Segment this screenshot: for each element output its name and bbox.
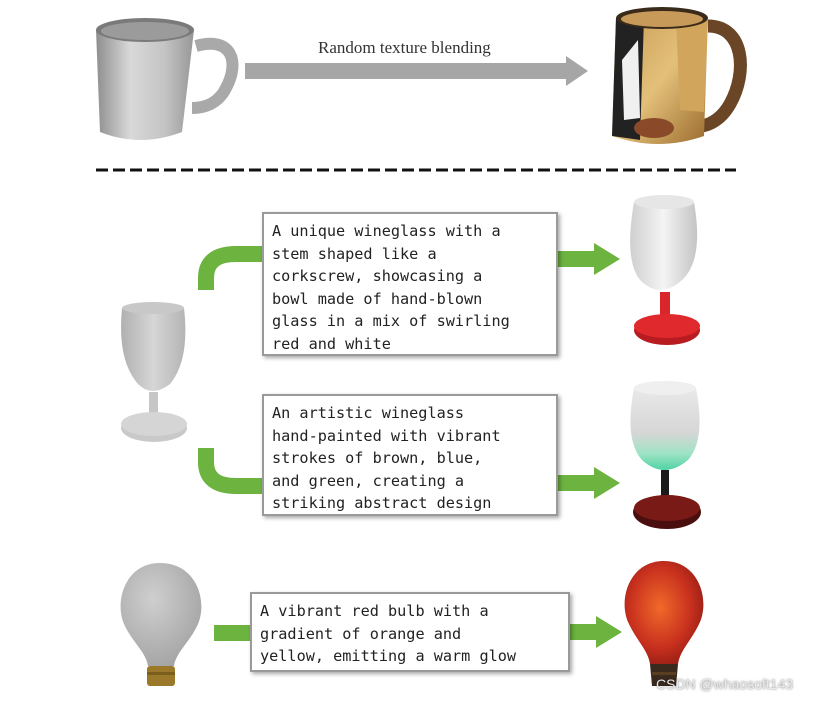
gray-wineglass-mesh — [121, 302, 187, 442]
prompt-line: A unique wineglass with a — [272, 222, 501, 240]
prompt-line: red and white — [272, 334, 391, 353]
prompt-line: glass in a mix of swirling — [272, 312, 510, 330]
prompt-box-bulb: A vibrant red bulb with a gradient of or… — [250, 592, 570, 672]
watermark: CSDN @whaosoft143 — [656, 676, 794, 692]
green-arrow-to-bulb-prompt — [214, 625, 252, 641]
prompt-line: gradient of orange and — [260, 624, 462, 643]
prompt-line: stem shaped like a — [272, 244, 437, 263]
painted-wineglass — [630, 381, 701, 529]
green-arrow-to-painted-wineglass — [558, 467, 620, 499]
prompt-line: and green, creating a — [272, 471, 465, 490]
red-white-wineglass — [630, 195, 700, 345]
textured-mug — [612, 7, 747, 144]
gray-bulb-mesh — [120, 563, 202, 686]
prompt-box-wineglass-2: An artistic wineglass hand-painted with … — [262, 394, 558, 516]
prompt-line: An artistic wineglass — [272, 404, 465, 422]
gray-mug-mesh — [96, 18, 239, 140]
red-bulb — [624, 561, 704, 686]
prompt-line: bowl made of hand-blown — [272, 289, 483, 308]
prompt-line: corkscrew, showcasing a — [272, 267, 483, 285]
prompt-line: strokes of brown, blue, — [272, 449, 483, 467]
texture-blending-label: Random texture blending — [318, 38, 491, 57]
prompt-line: yellow, emitting a warm glow — [260, 647, 517, 665]
prompt-line: striking abstract design — [272, 494, 492, 512]
prompt-box-wineglass-1: A unique wineglass with a stem shaped li… — [262, 212, 558, 356]
prompt-line: hand-painted with vibrant — [272, 426, 501, 445]
green-arrow-to-red-bulb — [570, 616, 622, 648]
prompt-line: A vibrant red bulb with a — [260, 602, 489, 620]
texture-blending-arrow — [245, 56, 588, 86]
green-curve-arrow-1 — [198, 246, 262, 290]
green-arrow-to-red-wineglass — [558, 243, 620, 275]
green-curve-arrow-2 — [198, 448, 262, 494]
